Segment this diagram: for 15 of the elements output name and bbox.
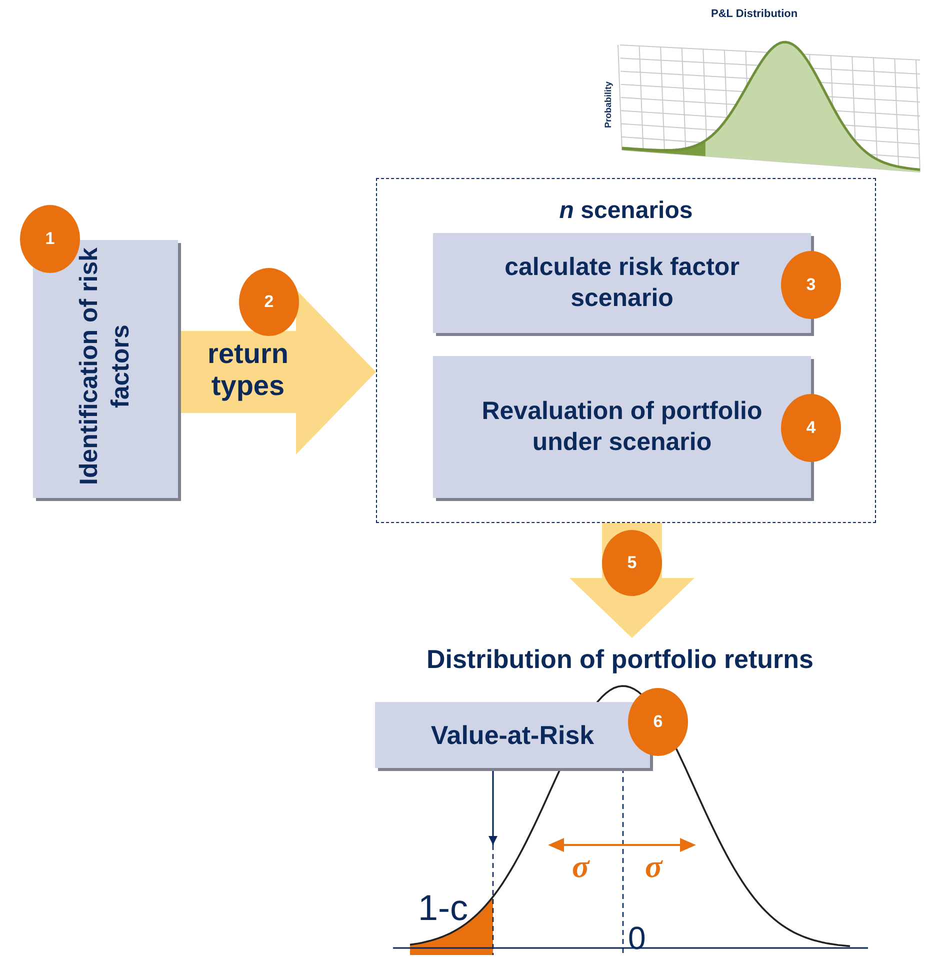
heading-text: Distribution of portfolio returns (360, 638, 880, 680)
chart-title: P&L Distribution (711, 9, 798, 20)
step-number-badge: 2 (239, 268, 299, 336)
dashed-group-frame (376, 178, 876, 523)
group-heading: n scenarios (559, 197, 693, 225)
step-number-badge: 1 (20, 205, 80, 273)
arrow (488, 768, 498, 845)
confidence-label: 1-c (418, 890, 468, 926)
step-number-badge: 3 (781, 251, 841, 319)
step-number-badge: 6 (628, 688, 688, 756)
sigma-label: σ (572, 850, 590, 882)
axis-label: Probability (604, 81, 613, 128)
step-number-badge: 4 (781, 394, 841, 462)
process-box: Value-at-Risk (375, 702, 650, 768)
sigma-label: σ (645, 850, 662, 882)
